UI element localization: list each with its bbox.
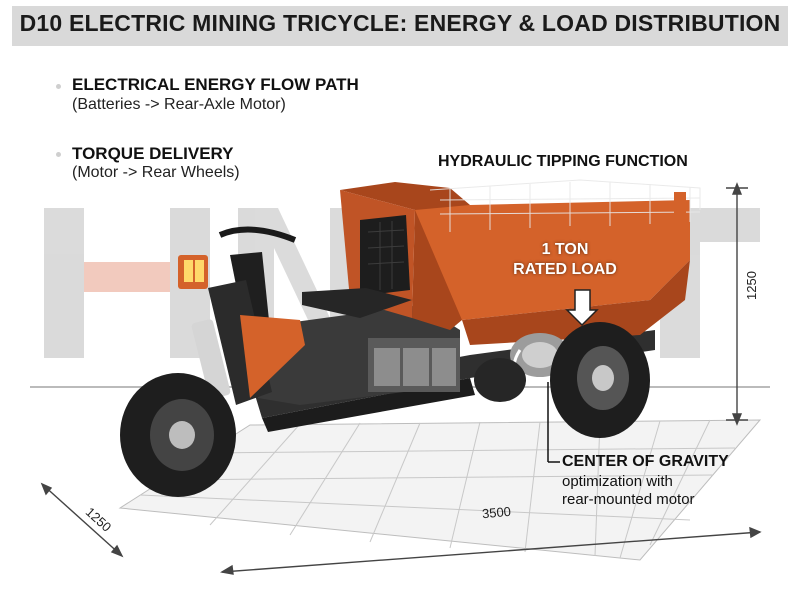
cargo-bed	[340, 179, 701, 345]
legend-torque-title: TORQUE DELIVERY	[72, 144, 234, 163]
rear-wheel	[550, 322, 650, 438]
front-assembly	[178, 226, 305, 405]
dimension-length-label: 3500	[481, 503, 512, 522]
cog-line1: optimization with	[562, 473, 673, 490]
rated-load-label-line1: 1 TON	[541, 241, 589, 258]
page-title: D10 ELECTRIC MINING TRICYCLE: ENERGY & L…	[19, 10, 781, 36]
seat	[302, 215, 412, 318]
battery-pack	[368, 338, 460, 392]
dimension-lines	[40, 182, 762, 575]
title-bar	[12, 6, 788, 46]
legend-bullet-icon	[56, 152, 61, 157]
rear-wheel-far	[474, 358, 526, 402]
legend-energy-title: ELECTRICAL ENERGY FLOW PATH	[72, 75, 359, 94]
legend-torque-subtitle: (Motor -> Rear Wheels)	[72, 164, 240, 181]
hydraulic-label: HYDRAULIC TIPPING FUNCTION	[438, 153, 688, 170]
load-arrow	[565, 289, 599, 327]
dimension-height-label: 1250	[744, 271, 759, 300]
ground-grid	[118, 419, 762, 561]
legend-energy-subtitle: (Batteries -> Rear-Axle Motor)	[72, 96, 286, 113]
rated-load-label-line2: RATED LOAD	[513, 261, 617, 278]
cog-title: CENTER OF GRAVITY	[562, 453, 729, 470]
legend-bullet-icon	[56, 84, 61, 89]
cog-line2: rear-mounted motor	[562, 491, 695, 508]
front-wheel	[120, 373, 236, 497]
